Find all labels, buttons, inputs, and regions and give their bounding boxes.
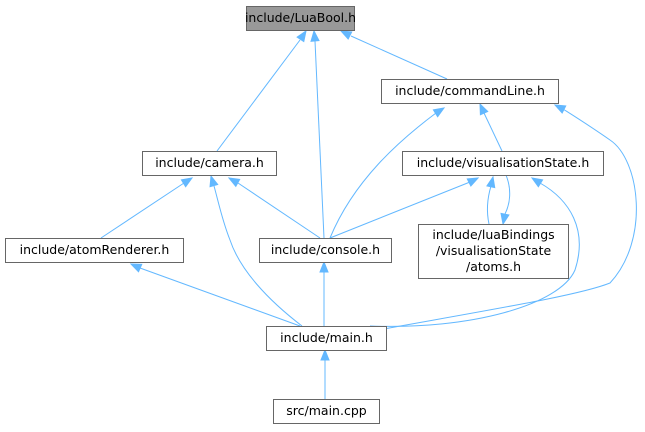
edge-atoms-to-visualisationstate <box>486 175 496 225</box>
node-label: include/main.h <box>280 330 373 345</box>
edge-line <box>237 182 321 239</box>
node-label: include/visualisationState.h <box>417 155 590 170</box>
edge-main_h-to-camera <box>209 174 303 327</box>
node-box <box>418 224 569 279</box>
edge-arrowhead <box>553 104 567 114</box>
edge-arrowhead <box>296 29 307 43</box>
edge-console-to-commandline <box>329 107 446 239</box>
edge-arrowhead <box>129 263 143 273</box>
edge-arrowhead <box>227 177 241 188</box>
node-main_h[interactable]: include/main.h <box>266 326 387 351</box>
edge-line <box>329 112 437 239</box>
node-box <box>381 79 559 104</box>
edge-line <box>100 182 185 239</box>
node-visualisationstate[interactable]: include/visualisationState.h <box>402 151 604 176</box>
edge-line <box>377 108 637 331</box>
node-atomrenderer[interactable]: include/atomRenderer.h <box>5 238 184 263</box>
edge-line <box>314 40 325 239</box>
edge-main_h-to-atomrenderer <box>129 263 301 327</box>
graph-nodes: include/LuaBool.h include/commandLine.h in… <box>5 6 604 424</box>
edge-main_h-to-commandline <box>377 104 637 331</box>
edge-console-to-camera <box>227 177 321 239</box>
node-luabool[interactable]: include/LuaBool.h <box>245 6 356 31</box>
graph-edges <box>100 29 637 399</box>
node-main_cpp[interactable]: src/main.cpp <box>273 399 380 424</box>
edge-arrowhead <box>500 212 510 226</box>
node-label: include/console.h <box>271 242 380 257</box>
node-box <box>246 6 355 31</box>
edge-arrowhead <box>209 174 219 188</box>
edge-arrowhead <box>339 30 353 40</box>
edge-arrowhead <box>310 29 320 42</box>
node-label: /atoms.h <box>466 259 521 274</box>
node-box <box>402 151 604 176</box>
edge-line <box>483 112 503 152</box>
edge-arrowhead <box>530 177 544 188</box>
edge-main_h-to-console <box>319 260 329 326</box>
node-label: /visualisationState <box>436 243 552 258</box>
edge-line <box>369 182 580 327</box>
edge-visualisationstate-to-commandline <box>479 102 503 152</box>
edge-camera-to-luabool <box>216 29 307 152</box>
node-console[interactable]: include/console.h <box>259 238 392 263</box>
edge-arrowhead <box>432 107 446 118</box>
edge-line <box>487 185 492 225</box>
edge-arrowhead <box>486 175 496 189</box>
edge-line <box>504 174 511 215</box>
edge-arrowhead <box>479 102 489 116</box>
edge-line <box>213 185 303 327</box>
node-camera[interactable]: include/camera.h <box>142 151 277 176</box>
node-label: include/luaBindings <box>432 227 554 242</box>
node-label: include/atomRenderer.h <box>20 242 170 257</box>
edge-line <box>139 267 301 327</box>
edge-line <box>329 181 471 239</box>
node-label: src/main.cpp <box>286 403 366 418</box>
edge-main_cpp-to-main_h <box>320 348 330 399</box>
edge-arrowhead <box>180 177 194 188</box>
edge-visualisationstate-to-atoms <box>500 174 511 226</box>
node-box <box>5 238 184 263</box>
node-box <box>273 399 380 424</box>
edge-atomrenderer-to-camera <box>100 177 194 239</box>
node-label: include/camera.h <box>155 155 264 170</box>
node-label: include/commandLine.h <box>395 83 545 98</box>
node-commandline[interactable]: include/commandLine.h <box>381 79 559 104</box>
edge-console-to-luabool <box>310 29 325 239</box>
node-box <box>266 326 387 351</box>
edge-commandline-to-luabool <box>339 30 448 80</box>
node-atoms[interactable]: include/luaBindings/visualisationState/a… <box>418 224 569 279</box>
node-box <box>142 151 277 176</box>
node-label: include/LuaBool.h <box>245 10 356 25</box>
edge-line <box>350 35 448 80</box>
edge-arrowhead <box>319 260 329 273</box>
edge-main_h-to-visualisationstate <box>369 177 580 327</box>
edge-console-to-visualisationstate <box>329 177 480 239</box>
edge-line <box>216 39 301 152</box>
node-box <box>259 238 392 263</box>
edge-arrowhead <box>466 177 480 187</box>
edge-arrowhead <box>320 348 330 361</box>
